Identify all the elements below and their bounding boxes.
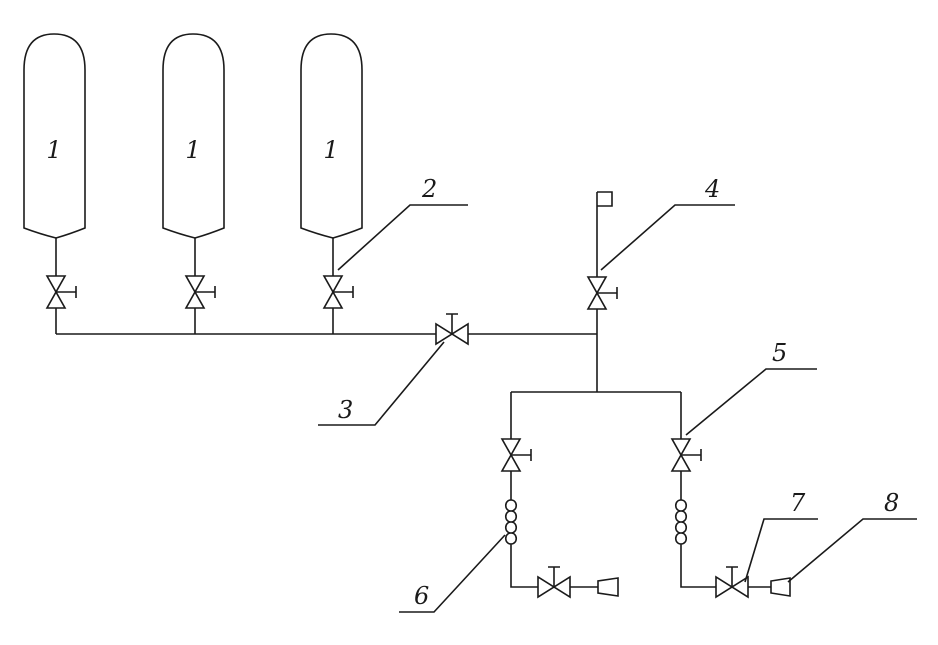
label-4: 4 bbox=[704, 175, 720, 203]
cylinder-label: 1 bbox=[46, 136, 61, 164]
leader-3 bbox=[318, 341, 445, 426]
left-branch-valve bbox=[501, 438, 532, 472]
cylinder-1: 1 bbox=[23, 33, 86, 239]
leader-5 bbox=[685, 368, 817, 436]
cylinder-3: 1 bbox=[300, 33, 363, 239]
vent-flag-icon bbox=[596, 191, 613, 207]
cylinder-valve-3 bbox=[323, 275, 354, 309]
label-5: 5 bbox=[772, 339, 787, 367]
label-3: 3 bbox=[338, 396, 353, 424]
left-branch-pipe bbox=[510, 471, 598, 588]
left-outlet-valve bbox=[537, 566, 571, 598]
cylinder-label: 1 bbox=[185, 136, 200, 164]
right-outlet-valve bbox=[715, 566, 749, 598]
main-valve bbox=[435, 313, 469, 345]
leader-7 bbox=[744, 518, 818, 583]
cylinder-valve-2 bbox=[185, 275, 216, 309]
cylinder-valve-1 bbox=[46, 275, 77, 309]
leader-8 bbox=[787, 518, 917, 583]
right-outlet-nozzle-icon bbox=[770, 577, 791, 597]
label-6: 6 bbox=[414, 582, 429, 610]
label-7: 7 bbox=[790, 489, 806, 517]
left-coil-icon bbox=[504, 499, 518, 553]
right-branch-valve bbox=[671, 438, 702, 472]
branch-pipe bbox=[510, 391, 682, 439]
right-coil-icon bbox=[674, 499, 688, 553]
leader-4 bbox=[600, 204, 735, 271]
vent-valve bbox=[587, 276, 618, 310]
left-outlet-nozzle-icon bbox=[597, 577, 619, 597]
leader-6 bbox=[399, 534, 506, 613]
label-8: 8 bbox=[884, 489, 899, 517]
right-branch-pipe bbox=[680, 471, 771, 588]
label-2: 2 bbox=[421, 175, 437, 203]
cylinder-2: 1 bbox=[162, 33, 225, 239]
leader-2 bbox=[337, 204, 468, 271]
cylinder-label: 1 bbox=[323, 136, 338, 164]
